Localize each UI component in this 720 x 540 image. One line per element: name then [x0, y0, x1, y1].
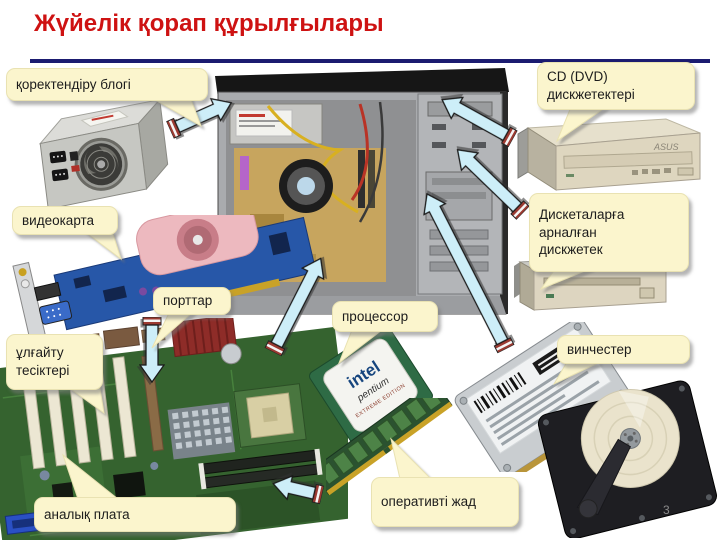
callout-cd-dvd-label: CD (DVD) дискжетектері	[547, 69, 635, 102]
callout-processor: процессор	[332, 301, 438, 332]
page-number: 3	[663, 503, 670, 517]
callout-cd-dvd: CD (DVD) дискжетектері	[537, 62, 695, 110]
callout-expansion-slots: ұлғайту тесіктері	[6, 334, 103, 390]
callout-floppy: Дискеталарға арналған дискжетек	[529, 193, 689, 272]
callout-ports: порттар	[153, 287, 231, 315]
callout-floppy-label: Дискеталарға арналған дискжетек	[539, 206, 625, 258]
title-divider-line	[30, 59, 710, 63]
callout-power-supply-label: қоректендіру блогі	[16, 76, 131, 92]
cd-brand-label: ASUS	[653, 142, 679, 152]
power-supply-photo	[38, 93, 169, 210]
callout-ports-label: порттар	[163, 293, 213, 309]
callout-hdd: винчестер	[557, 335, 690, 364]
hard-drive-open-photo	[537, 380, 717, 538]
callout-power-supply: қоректендіру блогі	[6, 68, 208, 101]
arrow-cd-to-bay-icon	[441, 96, 519, 148]
callout-video-card: видеокарта	[12, 206, 118, 235]
callout-hdd-label: винчестер	[567, 341, 632, 357]
arrow-ports-down-icon	[139, 317, 165, 383]
callout-motherboard: аналық плата	[34, 497, 236, 532]
arrow-motherboard-to-case-icon	[264, 257, 325, 357]
slide-title: Жүйелік қорап құрылғылары	[34, 10, 384, 37]
callout-ram-label: оперативті жад	[381, 494, 476, 510]
callout-video-card-label: видеокарта	[22, 212, 95, 228]
cd-dvd-drive-photo: ASUS	[517, 118, 701, 191]
callout-ram: оперативті жад	[371, 477, 519, 527]
callout-motherboard-label: аналық плата	[44, 506, 130, 522]
ram-module-photo	[326, 398, 453, 496]
arrow-hdd-to-bay-icon	[423, 192, 515, 354]
callout-expansion-slots-label: ұлғайту тесіктері	[16, 345, 70, 378]
callout-processor-label: процессор	[342, 308, 409, 324]
arrow-ram-to-slot-icon	[272, 474, 325, 505]
